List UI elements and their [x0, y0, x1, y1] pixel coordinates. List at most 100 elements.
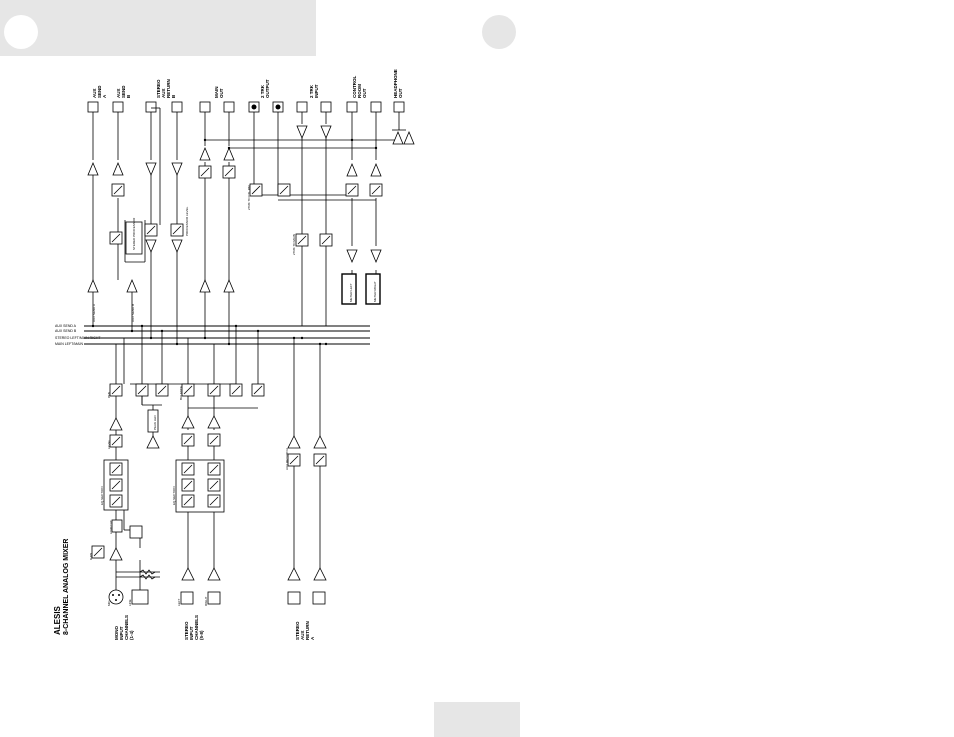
top-output-labels: AUXSENDA AUXSENDB STEREOAUXRETURNB MAINO…	[92, 69, 403, 98]
small-labels-bottom: EQ SECTION EQ SECTION PEAK LED PAN BALAN…	[89, 386, 289, 606]
bus-labels: AUX SEND A AUX SEND B STEREO LEFT/MAIN R…	[55, 324, 101, 346]
xlr-connector	[108, 589, 124, 605]
in-label-stereo-aux-return-a: STEREOAUXRETURNA	[295, 621, 315, 640]
phantom-resistors	[139, 569, 156, 580]
amplifier-icon	[313, 435, 327, 449]
signal-lines-top	[92, 107, 406, 344]
label-peak-led: PEAK LED	[153, 414, 157, 430]
amplifier-icon	[109, 547, 123, 561]
label-eq-section-stereo: EQ SECTION	[172, 486, 176, 505]
label-right: RIGHT	[204, 597, 208, 607]
bottom-input-labels: MONOINPUTCHANNELS(1-4) STEREOINPUTCHANNE…	[114, 615, 315, 640]
bus-label-3: STEREO LEFT/MAIN RIGHT	[55, 336, 101, 340]
amplifier-icon	[370, 162, 382, 177]
amplifier-icon	[320, 125, 332, 140]
amplifier-icon	[199, 146, 211, 161]
in-label-mono-input: MONOINPUTCHANNELS(1-4)	[114, 615, 134, 640]
out-label-stereo-aux-return-b: STEREOAUXRETURNB	[156, 79, 176, 98]
amplifier-icon	[112, 161, 124, 176]
jack-icon	[287, 591, 301, 605]
jack-icon	[180, 591, 194, 605]
label-processor-level: PROCESSOR LEVEL	[185, 206, 189, 236]
amplifier-icon	[287, 567, 301, 581]
bus-label-2: AUX SEND B	[55, 329, 77, 333]
label-mic: MIC	[107, 600, 111, 606]
amplifiers-top	[87, 125, 415, 293]
small-labels-top: STEREO PROCESSOR PROCESSOR LEVEL 2TRK TO…	[92, 185, 377, 322]
top-jacks	[87, 101, 405, 113]
amplifier-icon	[181, 567, 195, 581]
jack-icon	[199, 101, 211, 113]
xlr-icon	[108, 589, 124, 605]
amplifier-icon	[146, 435, 160, 449]
out-label-main-out: MAINOUT	[214, 87, 224, 99]
label-stereo-processor: STEREO PROCESSOR	[132, 217, 136, 250]
bus-label-4: MAIN LEFT/MAIN	[55, 342, 83, 346]
diagram-subtitle: 8-CHANNEL ANALOG MIXER	[63, 539, 70, 635]
label-balance: BALANCE	[179, 386, 183, 400]
amplifier-icon	[171, 162, 183, 177]
peak-led-box	[147, 409, 159, 433]
label-gain: GAIN	[89, 553, 93, 560]
label-left: LEFT	[177, 598, 181, 606]
amplifier-icon	[223, 146, 235, 161]
jack-icon	[207, 591, 221, 605]
amplifier-icon	[346, 162, 358, 177]
diagram-brand: ALESIS	[53, 605, 62, 635]
amplifier-icon	[313, 567, 327, 581]
amplifier-icon	[223, 278, 235, 293]
amplifier-icon	[392, 130, 404, 145]
amplifier-icon	[287, 435, 301, 449]
amplifier-icon	[145, 162, 157, 177]
label-aux-send-b-bus: AUX SEND B	[131, 304, 135, 322]
amplifier-icon	[145, 239, 157, 254]
out-label-headphone-out: HEADPHONEOUT	[393, 69, 403, 98]
switch-icon	[111, 519, 123, 533]
jack-icon	[312, 591, 326, 605]
jack-icon	[112, 101, 124, 113]
switch-icon	[129, 525, 143, 539]
meter-left-label: METER LEFT	[349, 283, 353, 302]
jack-icon	[346, 101, 358, 113]
amplifier-icon	[207, 567, 221, 581]
jack-icon	[296, 101, 308, 113]
amplifiers-bottom	[109, 415, 327, 581]
meter-left-box	[341, 273, 357, 305]
jack-icon	[223, 101, 235, 113]
page-marker-circle-left	[4, 15, 38, 49]
jack-icon	[320, 101, 332, 113]
knob-markers-bottom	[93, 385, 325, 557]
label-aux-return-a: AUX RETURN A	[285, 448, 289, 470]
jack-icon	[145, 101, 157, 113]
label-eq-section-mono: EQ SECTION	[100, 486, 104, 505]
label-pan: PAN	[107, 392, 111, 398]
amplifier-icon	[207, 415, 221, 429]
label-2trk-to-cr: 2TRK TO CTL RM	[247, 185, 251, 210]
label-low-cut: LOW CUT	[109, 520, 113, 534]
amplifier-icon	[346, 249, 358, 264]
amplifier-icon	[109, 417, 123, 431]
amplifier-icon	[370, 249, 382, 264]
knob-markers-top	[111, 167, 381, 245]
processor-box	[125, 221, 143, 255]
jack-icon	[370, 101, 382, 113]
jack-icon	[131, 589, 149, 605]
meter-right-label: METER RIGHT	[373, 281, 377, 302]
out-label-2trk-output: 2 TRKOUTPUT	[260, 79, 270, 98]
bus-label-1: AUX SEND A	[55, 324, 77, 328]
amplifier-icon	[403, 130, 415, 145]
jack-icon	[171, 101, 183, 113]
label-line: LINE	[128, 599, 132, 606]
page-marker-circle-right	[482, 15, 516, 49]
knobs-bottom	[91, 383, 327, 605]
amplifier-icon	[126, 278, 138, 293]
jack-icon	[87, 101, 99, 113]
amplifier-icon	[171, 239, 183, 254]
label-level: LEVEL	[107, 439, 111, 449]
out-label-aux-send-a: AUXSENDA	[92, 85, 107, 98]
meter-right-box	[365, 273, 381, 305]
header-tab	[0, 0, 316, 56]
bus-lines	[84, 325, 370, 345]
amplifier-icon	[296, 125, 308, 140]
